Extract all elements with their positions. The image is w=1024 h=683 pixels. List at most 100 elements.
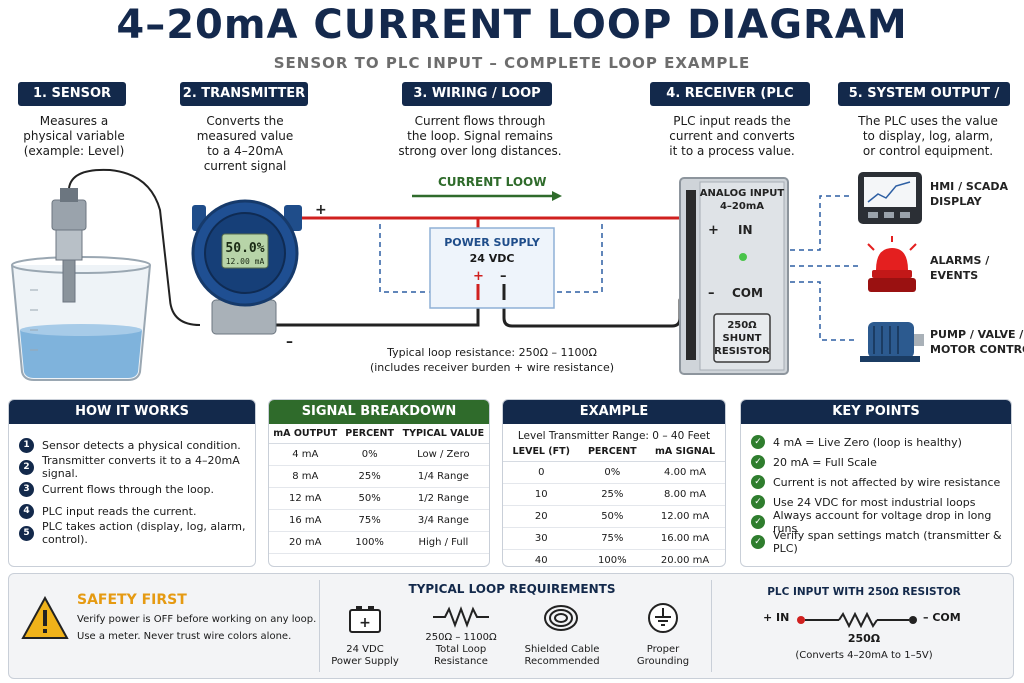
check-icon: ✓ [751,475,765,489]
hmi-icon [858,172,922,224]
step-receiver-heading: 4. RECEIVER (PLC INPUT) [650,82,810,125]
plc-resistor-value: 250Ω [847,632,881,645]
power-supply-plus: + [473,269,484,284]
step-wiring-desc: Current flows through the loop. Signal r… [398,114,562,158]
page-title: 4–20mA CURRENT LOOP DIAGRAM [116,2,908,48]
analog-input-title: ANALOG INPUT [700,188,785,199]
list-item: ✓Current is not affected by wire resista… [751,472,1011,492]
list-item: ✓Verify span settings match (transmitter… [751,529,1011,555]
plc-minus-label: – [708,286,715,301]
shunt-resistor-symbol [797,612,917,628]
transmitter-plus-label: + [315,202,327,218]
transmitter-minus-label: – [286,334,293,350]
req-resistance-label: 250Ω – 1100Ω Total Loop Resistance [425,632,497,667]
transmitter-display-ma: 12.00 mA [226,257,265,266]
plc-plus-label: + [708,223,719,238]
step-transmitter-desc: Converts the measured value to a 4–20mA … [196,114,294,173]
table-header: mA SIGNAL [645,442,725,462]
loop-diagram: 50.0% 12.00 mA + – CURRENT LOOW POWER SU… [11,168,1024,381]
current-flow-label: CURRENT LOOW [438,175,547,189]
req-cable-label: Shielded Cable Recommended [524,644,600,667]
plc-analog-input-module [679,177,789,375]
status-led-icon [739,253,747,261]
list-item: ✓Use 24 VDC for most industrial loops [751,492,1011,512]
level-sensor-icon [51,188,87,303]
transmitter-icon [191,199,302,335]
loop-resistance-text: Typical loop resistance: 250Ω – 1100Ω [386,346,597,359]
requirements-title: TYPICAL LOOP REQUIREMENTS [408,582,616,596]
table-header: PERCENT [579,442,646,462]
example-range: Level Transmitter Range: 0 – 40 Feet [517,430,711,442]
step-sensor-heading: 1. SENSOR [18,82,126,106]
step-output-desc: The PLC uses the value to display, log, … [858,114,998,158]
plc-resistor-title: PLC INPUT WITH 250Ω RESISTOR [767,586,961,598]
bottom-info-strip: SAFETY FIRST Verify power is OFF before … [8,573,1014,679]
signal-breakdown-panel: SIGNAL BREAKDOWN mA OUTPUT PERCENT TYPIC… [268,399,490,567]
plc-com-label: COM [732,286,763,300]
step-number-icon: 4 [19,503,34,519]
key-points-panel: KEY POINTS ✓4 mA = Live Zero (loop is he… [740,399,1012,567]
power-supply-title: POWER SUPPLY [444,236,541,249]
step-wiring-heading: 3. WIRING / LOOP [402,82,552,106]
req-power-label: 24 VDC Power Supply [331,644,399,667]
safety-line-1: Verify power is OFF before working on an… [77,614,317,625]
transmitter-display-percent: 50.0% [225,241,264,256]
check-icon: ✓ [751,535,765,549]
step-sensor-desc: Measures a physical variable (example: L… [23,114,125,158]
cable-icon [544,605,578,631]
resistor-icon [433,606,489,628]
pump-label: PUMP / VALVE /MOTOR CONTROL [930,328,1024,356]
req-grounding-label: Proper Grounding [636,644,690,667]
loop-resistance-note: (includes receiver burden + wire resista… [370,361,614,374]
step-number-icon: 2 [19,459,34,475]
shunt-label-2: RESISTOR [714,346,770,357]
plc-resistor-in-label: + IN [763,611,790,624]
battery-icon: + [349,606,381,633]
list-item: ✓4 mA = Live Zero (loop is healthy) [751,432,1011,452]
check-icon: ✓ [751,495,765,509]
key-points-title: KEY POINTS [741,400,1011,424]
power-supply-minus: – [500,269,507,284]
shunt-resistor-box [713,313,771,363]
how-it-works-title: HOW IT WORKS [9,400,255,424]
shunt-value: 250Ω [727,320,757,331]
plc-resistor-note: (Converts 4–20mA to 1–5V) [795,650,933,661]
list-item: ✓20 mA = Full Scale [751,452,1011,472]
step-receiver-desc: PLC input reads the current and converts… [669,114,795,158]
analog-input-range: 4–20mA [720,201,764,212]
power-supply-voltage: 24 VDC [470,252,515,265]
step-output-heading: 5. SYSTEM OUTPUT / ACTION [838,82,1010,125]
plc-resistor-com-label: – COM [923,611,961,624]
table-header: TYPICAL VALUE [397,424,489,444]
example-title: EXAMPLE [503,400,725,424]
check-icon: ✓ [751,455,765,469]
power-supply-box [429,227,555,309]
ground-icon [648,603,678,633]
check-icon: ✓ [751,515,765,529]
signal-breakdown-title: SIGNAL BREAKDOWN [269,400,489,424]
svg-text:+: + [359,615,371,631]
safety-line-2: Use a meter. Never trust wire colors alo… [77,631,292,642]
warning-icon [21,596,69,639]
step-number-icon: 1 [19,437,34,453]
table-header: PERCENT [341,424,398,444]
beaker-tank-icon [11,256,151,381]
plc-in-label: IN [738,223,753,237]
example-panel: EXAMPLE Level Transmitter Range: 0 – 40 … [502,399,726,567]
